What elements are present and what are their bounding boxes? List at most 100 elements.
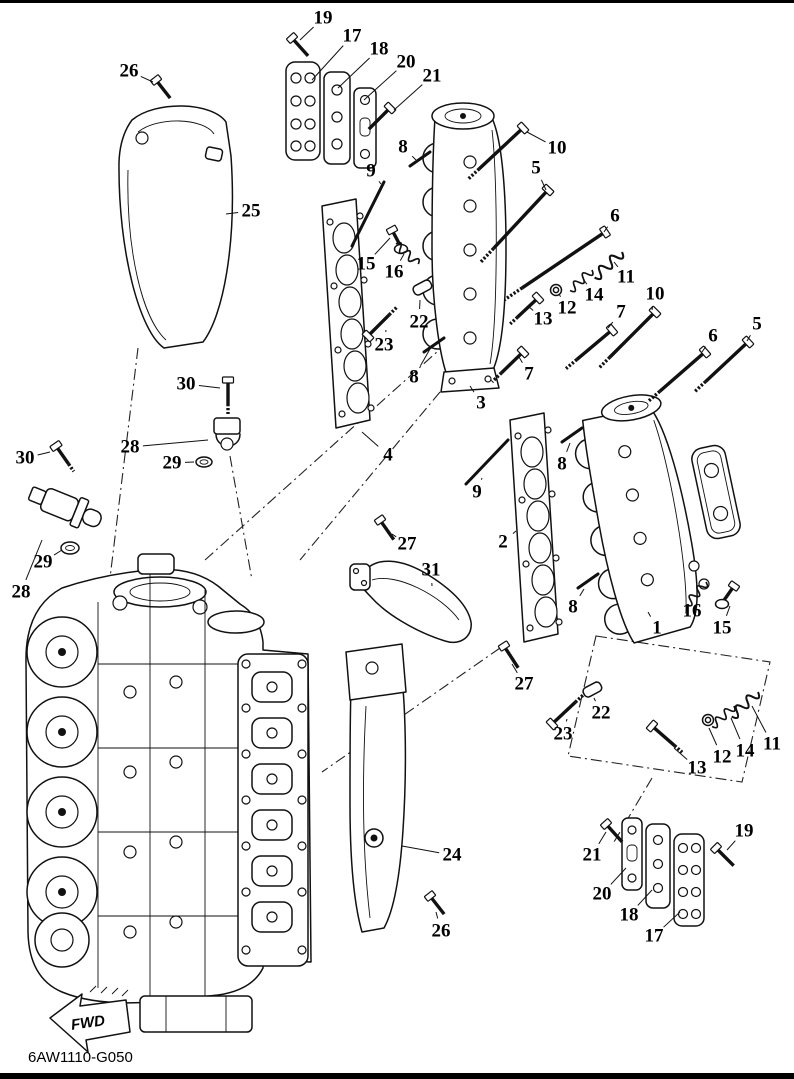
- bolt-5-lower: [693, 335, 755, 394]
- callout-19-0: 19: [314, 8, 333, 29]
- callout-leader-4-30: [361, 431, 379, 447]
- callout-2-37: 2: [498, 532, 508, 553]
- screw-27-lower: [497, 640, 520, 669]
- fitting-hole: [688, 560, 700, 572]
- callout-leader-1-41: [647, 611, 652, 617]
- callout-4-30: 4: [383, 445, 393, 466]
- callout-leader-8-6: [411, 155, 417, 161]
- callout-leader-29-34: [53, 549, 63, 556]
- callout-leader-3-24: [469, 385, 475, 393]
- callout-16-40: 16: [683, 601, 702, 622]
- plate-gasket-bottom: [645, 823, 671, 909]
- callout-7-23: 7: [524, 364, 534, 385]
- callout-8-6: 8: [398, 137, 408, 158]
- callout-leader-6-10: [603, 226, 609, 233]
- callout-leader-14-15: [583, 279, 588, 285]
- callout-29-29: 29: [163, 453, 182, 474]
- callout-6-25: 6: [708, 326, 718, 347]
- callout-15-12: 15: [357, 254, 376, 275]
- page-border-top: [0, 0, 794, 3]
- sensor-clamp-28-mid: [213, 417, 241, 451]
- page-border-bottom: [0, 1073, 794, 1079]
- manifold-gasket-upper: [321, 198, 375, 429]
- callout-8-39: 8: [568, 597, 578, 618]
- plate-bracket-bottom: [621, 817, 643, 891]
- plate-gasket-top: [323, 71, 351, 165]
- diagram-code: 6AW1110-G050: [28, 1049, 133, 1066]
- shutter-plate-top: [285, 61, 321, 161]
- stud-8-a: [408, 150, 432, 168]
- callout-17-1: 17: [343, 26, 363, 47]
- manifold-gasket-lower: [509, 412, 563, 643]
- callout-leader-30-33: [37, 451, 51, 456]
- callout-25-11: 25: [242, 201, 261, 222]
- intake-manifold-upper: [422, 102, 507, 393]
- bolt-13-upper: [509, 291, 545, 326]
- collar-22-lower: [582, 681, 603, 698]
- screw-26-upper: [150, 74, 172, 100]
- bolt-7-upper-right: [564, 323, 619, 370]
- callout-leader-16-40: [696, 595, 699, 600]
- callout-leader-26-56: [435, 911, 439, 919]
- callout-15-42: 15: [713, 618, 732, 639]
- callout-leader-17-55: [663, 911, 681, 928]
- callout-17-55: 17: [645, 926, 665, 947]
- engine-block: [25, 553, 312, 1033]
- screw-26-lower: [424, 890, 446, 916]
- fwd-label: FWD: [70, 1012, 106, 1034]
- stud-8-b: [422, 336, 446, 354]
- callout-leader-10-20: [651, 306, 654, 311]
- callout-1-41: 1: [652, 618, 662, 639]
- screw-27-upper: [373, 514, 396, 541]
- callout-27-43: 27: [515, 674, 535, 695]
- callout-30-33: 30: [16, 448, 35, 469]
- callout-leader-11-49: [751, 705, 767, 733]
- callout-leader-21-52: [598, 831, 607, 845]
- bolt-10-upper: [466, 121, 530, 182]
- callout-27-36: 27: [398, 534, 418, 555]
- callout-22-44: 22: [592, 703, 611, 724]
- callout-leader-22-44: [593, 697, 596, 702]
- callout-leader-18-54: [637, 889, 653, 906]
- bolt-23-upper: [361, 305, 399, 343]
- bolt-21-lower: [600, 818, 624, 843]
- callout-leader-7-23: [518, 356, 523, 364]
- callout-7-21: 7: [616, 302, 626, 323]
- callout-leader-23-45: [565, 718, 568, 722]
- stud-8-c: [560, 426, 584, 444]
- callout-leader-10-7: [526, 131, 546, 143]
- callout-leader-20-3: [363, 70, 397, 101]
- callout-19-51: 19: [735, 821, 754, 842]
- callout-6-10: 6: [610, 206, 620, 227]
- callout-leader-28-28: [142, 439, 209, 447]
- callout-29-34: 29: [34, 552, 53, 573]
- callout-leader-15-12: [374, 237, 391, 255]
- callout-5-9: 5: [531, 158, 541, 179]
- callout-10-7: 10: [548, 138, 567, 159]
- o-ring-12-lower: [701, 713, 715, 727]
- callout-leader-5-9: [540, 179, 547, 191]
- o-ring-12-upper: [549, 283, 563, 297]
- callout-12-16: 12: [558, 298, 577, 319]
- callout-leader-12-47: [708, 727, 718, 746]
- callout-8-31: 8: [557, 454, 567, 475]
- callout-14-48: 14: [736, 741, 756, 762]
- callout-20-3: 20: [397, 52, 416, 73]
- callout-leader-12-16: [558, 293, 561, 297]
- callout-leader-30-27: [198, 385, 221, 389]
- callout-leader-9-32: [480, 477, 483, 480]
- callout-21-52: 21: [583, 845, 602, 866]
- bolt-6-upper: [503, 225, 611, 302]
- callout-28-28: 28: [121, 437, 140, 458]
- callout-leader-11-14: [613, 261, 619, 268]
- callout-leader-18-2: [337, 57, 370, 89]
- stud-9-lower: [464, 438, 510, 486]
- callout-21-4: 21: [423, 66, 442, 87]
- callout-20-53: 20: [593, 884, 612, 905]
- callout-8-22: 8: [409, 367, 419, 388]
- callout-leader-9-8: [378, 180, 382, 185]
- bolt-13-lower: [645, 719, 684, 754]
- screw-19-lower: [710, 842, 735, 867]
